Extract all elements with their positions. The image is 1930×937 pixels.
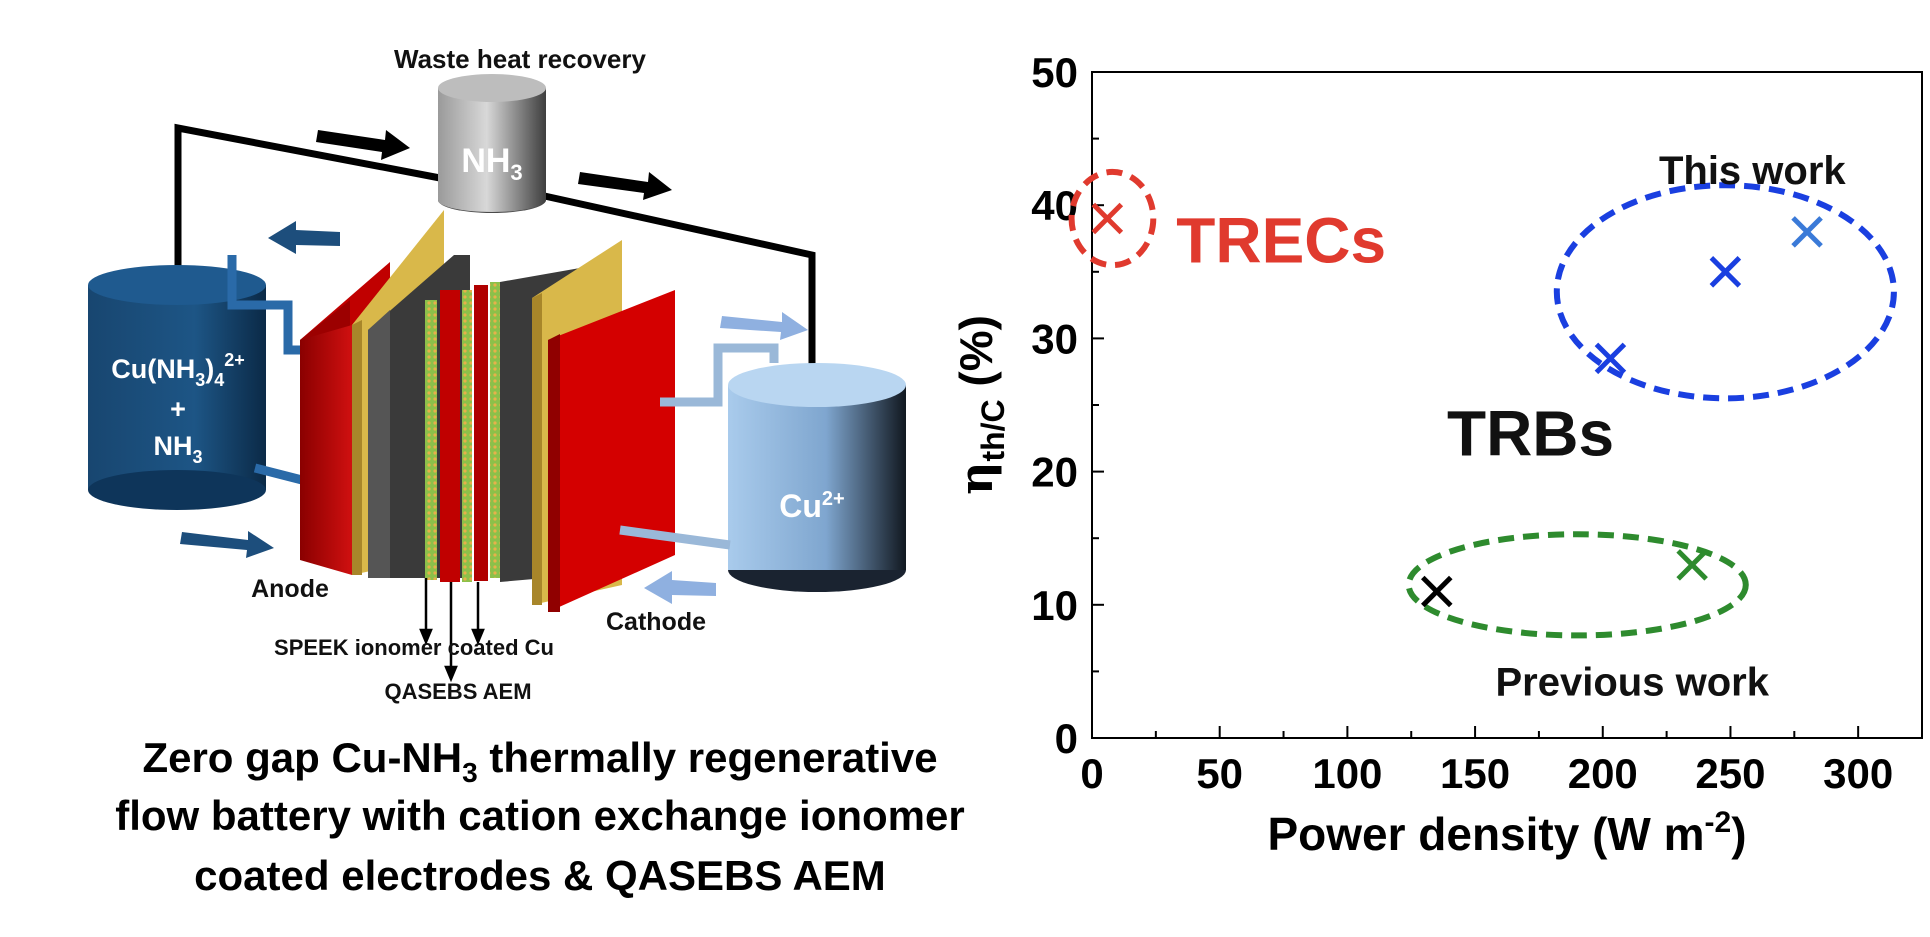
flow-battery-schematic: Waste heat recovery NH3 Cu(NH3)42+ + bbox=[88, 44, 906, 704]
trecs-annotation: TRECs bbox=[1176, 204, 1386, 276]
circuit-arrow-icon bbox=[316, 130, 672, 200]
x-tick-label: 0 bbox=[1080, 750, 1103, 797]
data-point-trbs-this-work-2- bbox=[1791, 216, 1823, 248]
anode-label: Anode bbox=[251, 575, 329, 603]
y-tick-label: 10 bbox=[1031, 582, 1078, 629]
anolyte-label-line2: + bbox=[170, 394, 186, 424]
x-tick-label: 100 bbox=[1312, 750, 1382, 797]
data-point-trbs-this-work bbox=[1709, 256, 1742, 288]
data-point-trbs-previous-work bbox=[1676, 549, 1708, 581]
catholyte-label: Cu2+ bbox=[779, 488, 844, 524]
x-tick-label: 50 bbox=[1196, 750, 1243, 797]
x-axis-label: Power density (W m-2) bbox=[1267, 806, 1746, 860]
ellipse-trecs bbox=[1068, 168, 1157, 269]
nh3-label: NH3 bbox=[461, 142, 522, 185]
x-tick-label: 250 bbox=[1695, 750, 1765, 797]
y-axis-label: ηth/C (%) bbox=[949, 315, 1011, 495]
data-point-trecs bbox=[1091, 202, 1124, 235]
anolyte-label-line1: Cu(NH3)42+ bbox=[111, 350, 245, 390]
speek-coated-electrode bbox=[425, 300, 437, 580]
catholyte-tank: Cu2+ bbox=[728, 363, 906, 592]
nh3-reservoir: NH3 bbox=[438, 74, 546, 213]
cathode-label: Cathode bbox=[606, 608, 706, 636]
data-point-trbs-previous-work-2- bbox=[1421, 575, 1453, 608]
y-tick-label: 0 bbox=[1055, 715, 1078, 762]
data-points bbox=[1091, 202, 1823, 608]
cell-stack bbox=[300, 210, 675, 612]
x-tick-label: 200 bbox=[1568, 750, 1638, 797]
qasebs-aem bbox=[462, 290, 472, 582]
anolyte-tank: Cu(NH3)42+ + NH3 bbox=[88, 265, 266, 510]
aem-label: QASEBS AEM bbox=[384, 679, 531, 704]
group-ellipses bbox=[1068, 168, 1897, 639]
caption-line2: flow battery with cation exchange ionome… bbox=[115, 792, 964, 839]
figure-caption: Zero gap Cu-NH3 thermally regenerative f… bbox=[115, 734, 964, 899]
membrane-pointer-lines bbox=[419, 578, 485, 683]
caption-line3: coated electrodes & QASEBS AEM bbox=[194, 852, 886, 899]
anolyte-pipes bbox=[227, 255, 318, 485]
catholyte-flow-arrow-icon bbox=[644, 312, 808, 604]
cathode-end-plate bbox=[548, 290, 675, 612]
data-point-trbs-this-work bbox=[1594, 342, 1627, 375]
y-tick-label: 20 bbox=[1031, 449, 1078, 496]
catholyte-pipes bbox=[619, 343, 779, 550]
anolyte-flow-arrow-icon bbox=[180, 221, 340, 558]
this-work-annotation: This work bbox=[1659, 149, 1846, 193]
caption-line1: Zero gap Cu-NH3 thermally regenerative bbox=[142, 734, 937, 788]
ellipse-this-work bbox=[1553, 182, 1897, 402]
external-circuit-wire bbox=[174, 123, 816, 400]
trbs-annotation: TRBs bbox=[1447, 398, 1614, 470]
y-tick-label: 50 bbox=[1031, 49, 1078, 96]
x-tick-label: 300 bbox=[1823, 750, 1893, 797]
waste-heat-label: Waste heat recovery bbox=[394, 44, 646, 74]
ellipse-previous-work bbox=[1405, 531, 1749, 639]
previous-work-annotation: Previous work bbox=[1496, 660, 1770, 704]
y-tick-label: 30 bbox=[1031, 315, 1078, 362]
speek-label: SPEEK ionomer coated Cu bbox=[274, 635, 554, 660]
x-tick-label: 150 bbox=[1440, 750, 1510, 797]
speek-coated-electrode-2 bbox=[490, 282, 500, 578]
anolyte-label-line3: NH3 bbox=[153, 431, 202, 467]
